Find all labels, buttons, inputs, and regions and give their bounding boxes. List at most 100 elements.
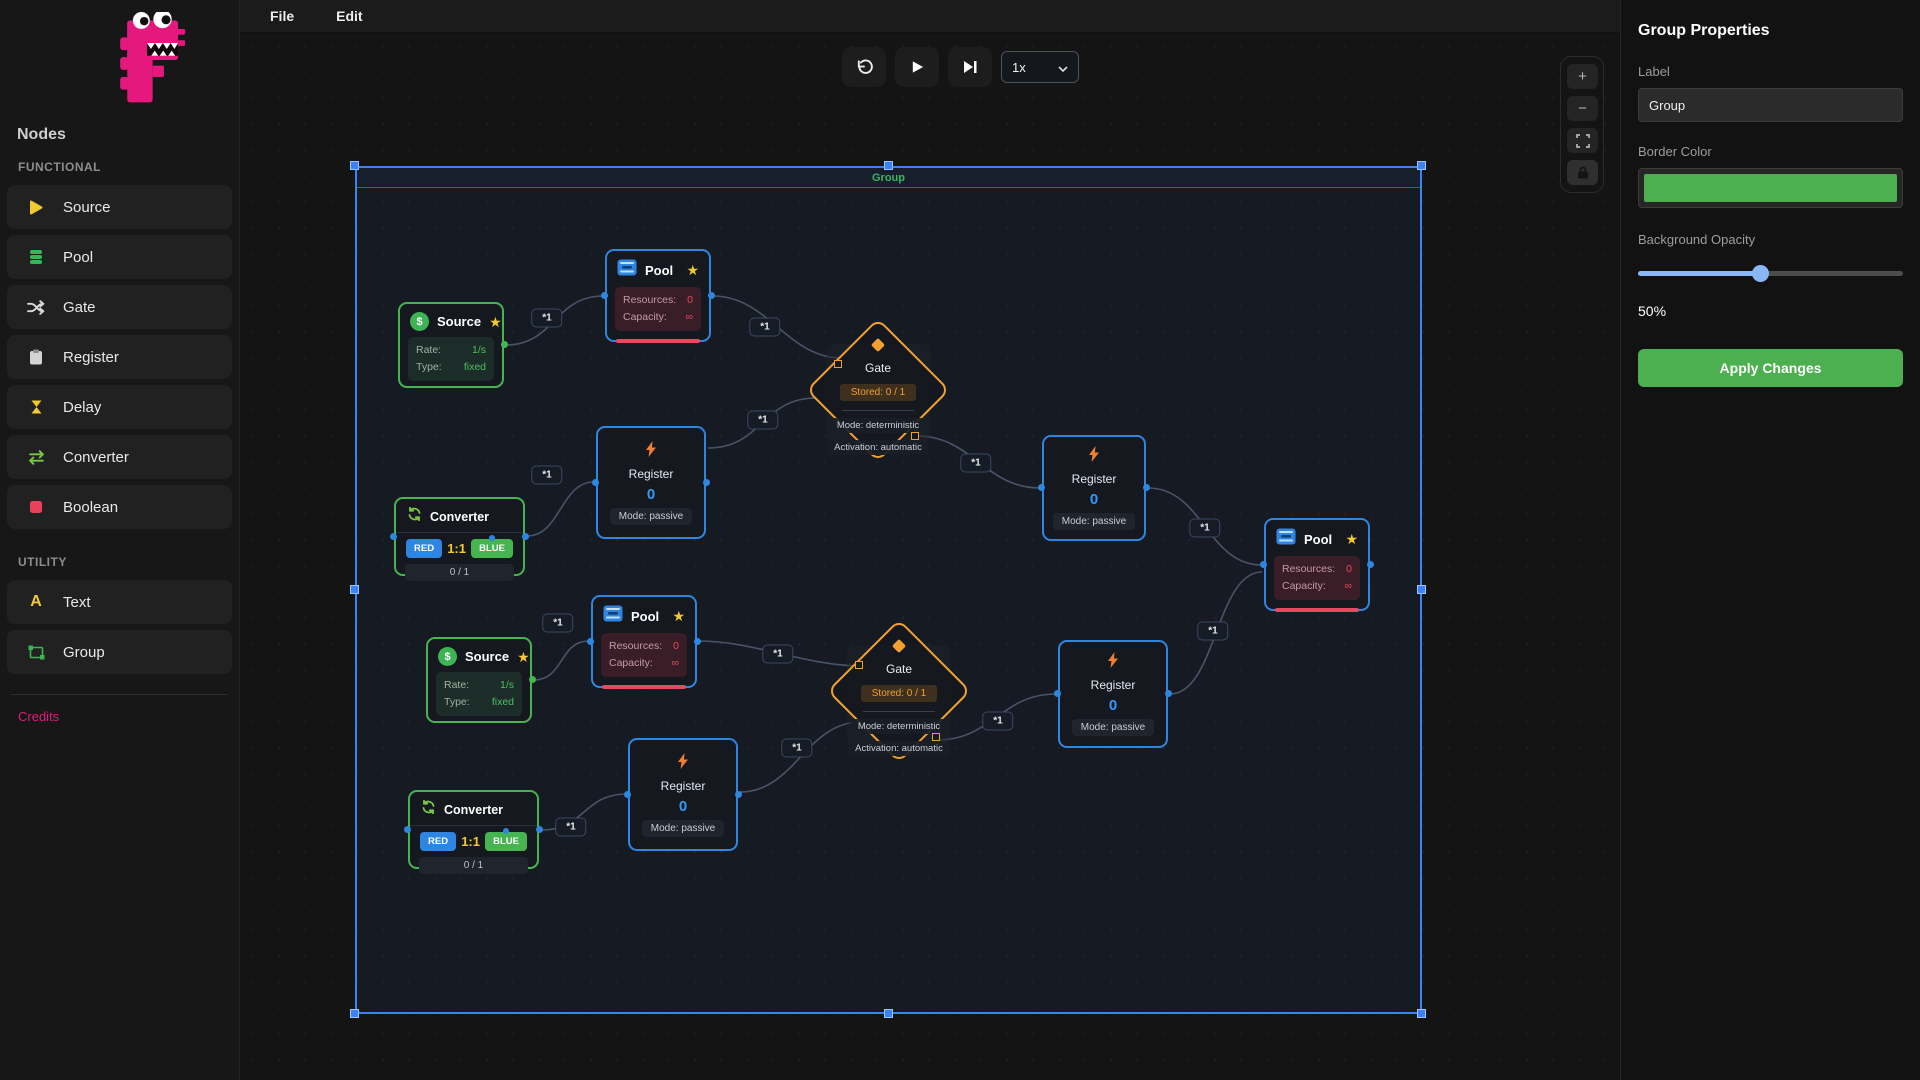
bolt-icon	[677, 752, 689, 774]
opacity-slider-track[interactable]	[1638, 271, 1903, 276]
connection-handle[interactable]	[501, 341, 508, 348]
gate-stored-value: Stored: 0 / 1	[839, 384, 917, 401]
node-gate-2[interactable]: Gate Stored: 0 / 1 Mode: deterministic A…	[826, 618, 972, 764]
sidebar-item-pool[interactable]: Pool	[7, 235, 232, 279]
sidebar-item-gate[interactable]: Gate	[7, 285, 232, 329]
clipboard-icon	[23, 349, 49, 365]
group-resize-handle[interactable]	[350, 585, 359, 594]
sidebar-item-delay[interactable]: Delay	[7, 385, 232, 429]
group-resize-handle[interactable]	[350, 1009, 359, 1018]
edge-label[interactable]: *1	[1189, 518, 1221, 538]
menubar: File Edit	[240, 0, 1620, 33]
group-resize-handle[interactable]	[883, 161, 893, 170]
node-register-1[interactable]: Register 0 Mode: passive	[592, 426, 710, 539]
connection-handle[interactable]	[489, 535, 496, 541]
connection-handle[interactable]	[587, 637, 594, 645]
edge-label[interactable]: *1	[781, 738, 813, 758]
edge-label[interactable]: *1	[542, 613, 574, 633]
sidebar-item-register[interactable]: Register	[7, 335, 232, 379]
connection-handle[interactable]	[1038, 484, 1045, 491]
edge-label[interactable]: *1	[747, 410, 779, 430]
properties-panel-title: Group Properties	[1638, 22, 1770, 39]
zoom-in-button[interactable]: +	[1567, 64, 1598, 89]
node-converter-2[interactable]: Converter RED 1:1 BLUE 0 / 1	[404, 790, 543, 874]
edge-label[interactable]: *1	[749, 317, 781, 337]
edge-label[interactable]: *1	[531, 465, 563, 485]
node-register-4[interactable]: Register 0 Mode: passive	[624, 738, 742, 851]
connection-handle[interactable]	[694, 637, 701, 645]
node-converter-1[interactable]: Converter RED 1:1 BLUE 0 / 1	[390, 497, 529, 581]
sidebar-item-converter[interactable]: Converter	[7, 435, 232, 479]
sidebar-item-label: Text	[63, 593, 91, 611]
connection-handle[interactable]	[522, 532, 529, 540]
pool-fill-bar	[602, 685, 686, 689]
edge-label[interactable]: *1	[555, 817, 587, 837]
connection-handle[interactable]	[536, 825, 543, 833]
menu-item-edit[interactable]: Edit	[336, 8, 363, 24]
apply-changes-button[interactable]: Apply Changes	[1638, 349, 1903, 387]
zoom-out-button[interactable]: −	[1567, 96, 1598, 121]
menu-item-file[interactable]: File	[270, 8, 295, 24]
play-button[interactable]	[895, 47, 939, 87]
connection-handle[interactable]	[911, 432, 919, 440]
sidebar-item-label: Register	[63, 348, 119, 366]
connection-handle[interactable]	[703, 478, 710, 486]
group-selection-box[interactable]: Group	[355, 166, 1422, 1014]
group-resize-handle[interactable]	[1417, 1009, 1426, 1018]
sidebar-item-boolean[interactable]: Boolean	[7, 485, 232, 529]
connection-handle[interactable]	[601, 291, 608, 299]
connection-handle[interactable]	[404, 825, 411, 833]
connection-handle[interactable]	[1260, 560, 1267, 568]
step-button[interactable]	[948, 47, 992, 87]
star-icon: ★	[1345, 531, 1358, 547]
border-color-input[interactable]	[1638, 168, 1903, 208]
edge-label[interactable]: *1	[960, 453, 992, 473]
group-resize-handle[interactable]	[1417, 161, 1426, 170]
connection-handle[interactable]	[735, 790, 742, 798]
register-value: 0	[646, 485, 656, 503]
group-label-input[interactable]	[1638, 88, 1903, 122]
canvas[interactable]	[240, 33, 1620, 1080]
connection-handle[interactable]	[390, 532, 397, 540]
field-label: Capacity:	[609, 657, 653, 669]
opacity-slider-thumb[interactable]	[1751, 265, 1769, 282]
speed-select[interactable]: 1x	[1001, 51, 1079, 83]
credits-link[interactable]: Credits	[18, 709, 60, 724]
node-register-2[interactable]: Register 0 Mode: passive	[1038, 435, 1150, 541]
connection-handle[interactable]	[932, 733, 940, 741]
sidebar-item-label: Gate	[63, 298, 96, 316]
connection-handle[interactable]	[834, 360, 842, 368]
connection-handle[interactable]	[1367, 560, 1374, 568]
sidebar-item-source[interactable]: Source	[7, 185, 232, 229]
properties-panel: Group Properties Label Border Color Back…	[1620, 0, 1920, 1080]
connection-handle[interactable]	[592, 478, 599, 486]
connection-handle[interactable]	[1165, 690, 1172, 697]
connection-handle[interactable]	[624, 790, 631, 798]
group-resize-handle[interactable]	[350, 161, 359, 170]
sidebar-item-group[interactable]: Group	[7, 630, 232, 674]
gate-mode: Mode: deterministic	[850, 719, 948, 734]
connection-handle[interactable]	[708, 291, 715, 299]
group-resize-handle[interactable]	[883, 1009, 893, 1018]
edge-label[interactable]: *1	[531, 308, 563, 328]
connection-handle[interactable]	[503, 828, 510, 834]
edge-label[interactable]: *1	[762, 644, 794, 664]
connection-handle[interactable]	[855, 661, 863, 669]
edge-label[interactable]: *1	[982, 711, 1014, 731]
node-gate-1[interactable]: Gate Stored: 0 / 1 Mode: deterministic A…	[805, 317, 951, 463]
reset-button[interactable]	[842, 47, 886, 87]
edge-label[interactable]: *1	[1197, 621, 1229, 641]
connection-handle[interactable]	[1054, 690, 1061, 697]
connection-handle[interactable]	[529, 676, 536, 683]
fit-view-button[interactable]	[1567, 128, 1598, 153]
group-resize-handle[interactable]	[1417, 585, 1426, 594]
connection-handle[interactable]	[1143, 484, 1150, 491]
node-register-3[interactable]: Register 0 Mode: passive	[1054, 640, 1172, 748]
lock-button[interactable]	[1567, 160, 1598, 185]
